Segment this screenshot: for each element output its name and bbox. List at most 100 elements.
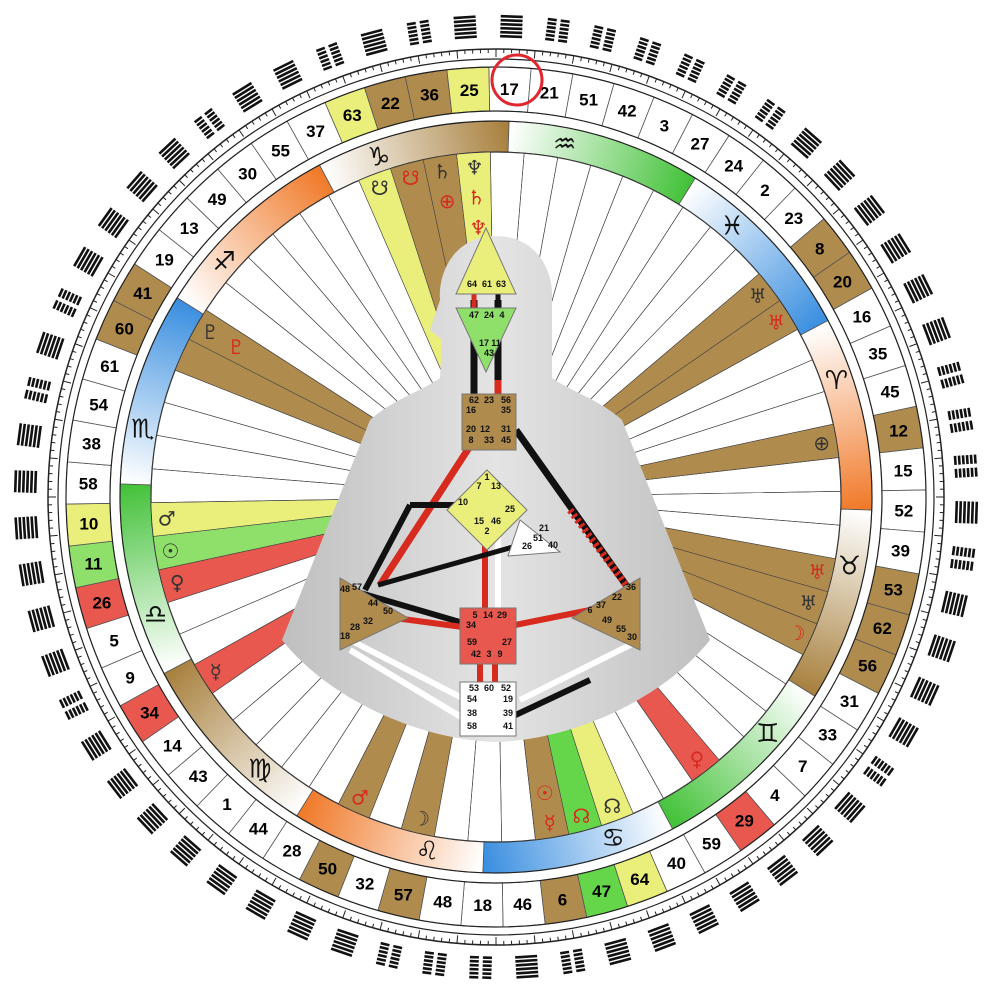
planet-icon: ☉ [161,539,179,563]
hexagram-icon [559,948,586,975]
center-gate-number: 52 [501,683,511,693]
hexagram-icon [360,28,388,57]
planet-icon: ⊕ [813,431,830,455]
hexagram-icon [947,407,974,434]
center-gate-number: 29 [497,610,507,620]
hexagram-icon [13,470,38,493]
zodiac-sagittarius-icon: ♐ [213,247,236,277]
center-gate-number: 56 [501,395,511,405]
center-gate-number: 58 [467,721,477,731]
hexagram-icon [716,74,747,105]
gate-label: 54 [89,395,108,414]
gate-label: 36 [420,85,439,104]
gate-label: 63 [343,106,362,125]
gate-label: 61 [100,357,119,376]
gate-label: 18 [473,896,492,915]
hexagram-icon [545,17,570,43]
gate-label: 21 [540,83,559,102]
center-gate-number: 34 [466,620,476,630]
gate-label: 52 [894,501,913,520]
hexagram-icon [954,501,979,524]
planet-icon: ♇ [201,320,219,344]
hexagram-icon [647,923,677,952]
gate-label: 23 [784,209,803,228]
hexagram-icon [206,864,238,896]
planet-icon: ☽ [412,806,430,830]
gate-label: 26 [92,594,111,613]
center-gate-number: 57 [352,582,362,592]
gate-label: 4 [770,786,780,805]
head-center [455,226,517,295]
center-gate-number: 12 [480,424,490,434]
center-gate-number: 7 [476,481,481,491]
gate-label: 6 [558,891,567,910]
hexagram-icon [422,951,447,977]
hexagram-icon [589,25,617,53]
gate-label: 9 [125,668,134,687]
center-gate-number: 36 [626,582,636,592]
center-gate-number: 42 [471,649,481,659]
hexagram-icon [27,605,56,633]
center-gate-number: 24 [484,310,494,320]
highlight-circle [490,53,544,107]
hexagram-icon [41,648,70,678]
gate-label: 45 [881,382,900,401]
planet-icon: ☊ [573,804,591,828]
solar-plexus-center [570,577,641,651]
gate-label: 53 [884,581,903,600]
hexagram-icon [802,824,834,857]
planet-icon: ⊕ [439,189,456,213]
center-gate-number: 8 [468,435,473,445]
zodiac-aries-icon: ♈ [825,366,848,396]
center-gate-number: 11 [491,338,501,348]
planet-icon: ♄ [433,159,451,183]
hexagram-icon [232,81,263,113]
center-gate-number: 18 [340,631,350,641]
planet-icon: ♇ [227,335,245,359]
center-gate-number: 5 [472,610,477,620]
gate-label: 56 [858,656,877,675]
gate-label: 31 [840,692,859,711]
zodiac-scorpio-icon: ♏ [131,414,154,444]
gate-label: 43 [189,767,208,786]
hexagram-icon [73,246,104,277]
center-gate-number: 32 [363,616,373,626]
hexagram-icon [909,676,940,706]
center-gate-number: 51 [533,533,543,543]
hexagram-icon [950,546,976,571]
hexagram-icon [469,955,492,980]
gate-label: 40 [667,854,686,873]
planet-icon: ♆ [469,216,487,240]
center-gate-number: 16 [466,405,476,415]
planet-icon: ☋ [371,176,389,200]
gate-label: 11 [84,554,102,573]
gate-label: 29 [735,812,754,831]
hexagram-icon [36,331,65,360]
center-gate-number: 46 [491,516,501,526]
hexagram-icon [515,954,539,979]
hexagram-icon [16,423,42,448]
hexagram-icon [880,233,912,264]
hexagram-ring [13,14,979,980]
ajna-center [455,307,517,374]
center-gate-number: 25 [505,504,515,514]
gate-label: 22 [381,94,400,113]
center-gate-number: 6 [587,605,592,615]
zodiac-taurus-icon: ♉ [838,552,861,582]
gate-label: 62 [873,619,892,638]
gate-label: 7 [798,757,807,776]
center-gate-number: 26 [522,541,532,551]
gate-label: 33 [818,726,837,745]
center-gate-number: 45 [501,435,511,445]
gate-label: 13 [180,219,199,238]
hexagram-icon [675,53,705,84]
gate-label: 15 [894,461,913,480]
center-gate-number: 3 [486,649,491,659]
gate-label: 44 [249,820,268,839]
gate-label: 58 [79,475,98,494]
gate-label: 17 [500,80,519,99]
hexagram-icon [927,634,956,663]
hexagram-icon [689,904,720,935]
